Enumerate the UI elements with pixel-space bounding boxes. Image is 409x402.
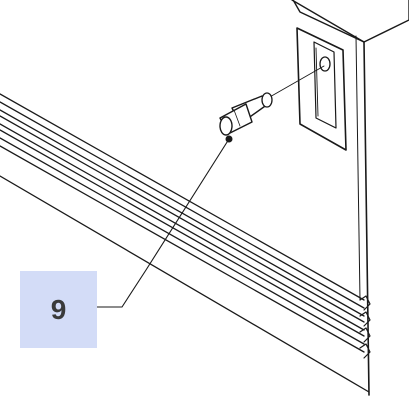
assembly-axis-line: [267, 65, 325, 99]
callout-leader-line: [89, 138, 230, 308]
bracket-hole: [319, 56, 331, 72]
panel-body: [291, 0, 409, 396]
part-callout-label: 9: [20, 271, 97, 348]
pin-part: [219, 92, 273, 143]
rail-end-profile: [359, 295, 371, 359]
mounting-bracket: [296, 27, 347, 151]
